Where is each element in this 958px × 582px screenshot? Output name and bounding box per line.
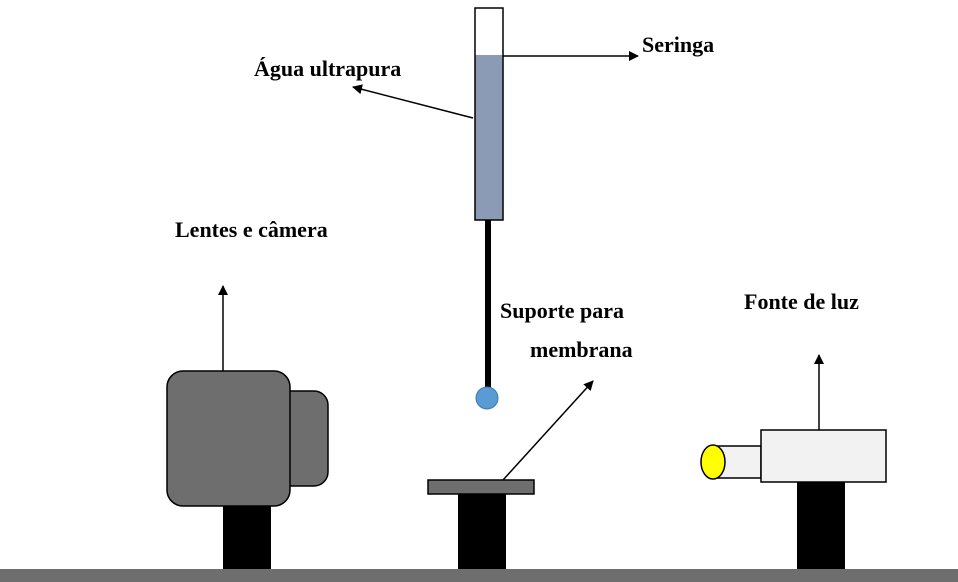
membrane-platform xyxy=(427,479,535,495)
label-fonte-de-luz: Fonte de luz xyxy=(744,289,859,314)
label-suporte-line1: Suporte para xyxy=(500,298,624,323)
membrane-support xyxy=(427,479,535,569)
water-drop xyxy=(475,386,499,410)
camera xyxy=(166,370,329,569)
label-suporte-line2: membrana xyxy=(530,337,633,362)
syringe-needle xyxy=(485,220,491,392)
light-source xyxy=(700,429,887,569)
light-stand xyxy=(797,482,845,569)
floor-base xyxy=(0,569,958,582)
syringe xyxy=(474,7,504,410)
camera-stand xyxy=(223,505,271,569)
label-lentes-camera: Lentes e câmera xyxy=(175,217,328,242)
label-seringa: Seringa xyxy=(642,32,714,57)
syringe-water xyxy=(475,55,503,220)
label-agua-ultrapura: Água ultrapura xyxy=(254,56,401,81)
support-stand xyxy=(458,494,506,569)
camera-body xyxy=(166,370,291,507)
arrow-suporte xyxy=(502,380,594,481)
light-body xyxy=(760,429,887,483)
arrow-agua xyxy=(352,84,474,119)
light-lens xyxy=(700,444,726,480)
